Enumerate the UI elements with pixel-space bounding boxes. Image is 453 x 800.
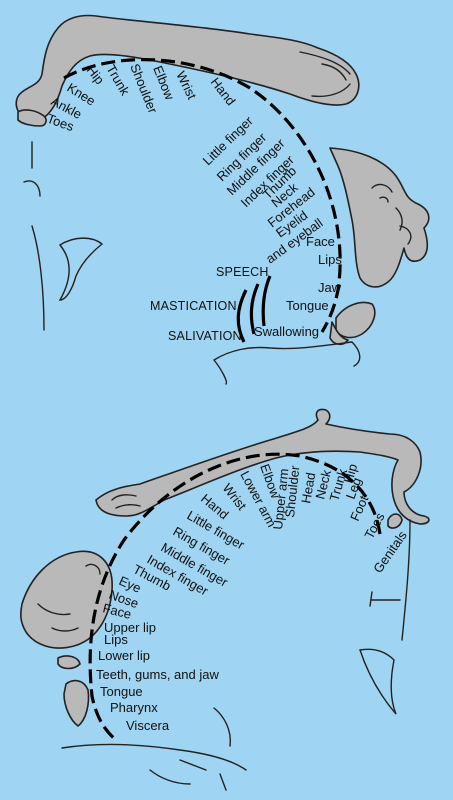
sensory-label-teeth-gums-jaw: Teeth, gums, and jaw xyxy=(96,667,219,682)
motor-label-speech: SPEECH xyxy=(216,265,269,279)
motor-foot-detail xyxy=(299,51,351,98)
sensory-label-toes: Toes xyxy=(361,510,387,542)
sensory-stem-curve xyxy=(213,707,231,747)
sensory-body-illustration xyxy=(95,408,430,525)
motor-face-illustration xyxy=(329,147,430,288)
sensory-strip-curve xyxy=(88,452,382,742)
sensory-brainstem-outline xyxy=(61,743,247,791)
motor-label-face: Face xyxy=(306,234,335,249)
sensory-label-viscera: Viscera xyxy=(126,718,170,733)
sensory-hand-detail xyxy=(111,494,141,509)
speech-bracket xyxy=(261,275,272,327)
sensory-tongue-illustration xyxy=(63,679,90,727)
sensory-label-lower-lip: Lower lip xyxy=(98,648,150,663)
motor-brainstem-outline xyxy=(213,341,361,385)
sensory-sulcus xyxy=(359,648,397,715)
sensory-teeth-illustration xyxy=(57,655,81,670)
motor-label-hand: Hand xyxy=(208,75,239,109)
sensory-label-shoulder: Shoulder xyxy=(282,464,302,518)
motor-sulcus xyxy=(58,237,104,301)
sensory-label-leg: Leg xyxy=(343,476,365,502)
sensory-genitals-illustration xyxy=(387,513,403,529)
motor-label-lips: Lips xyxy=(318,252,342,267)
motor-leg-illustration xyxy=(15,14,360,123)
motor-tongue-illustration xyxy=(335,301,376,339)
sensory-label-face: Face xyxy=(101,600,133,622)
motor-toes-illustration xyxy=(17,109,47,127)
motor-label-swallowing: Swallowing xyxy=(254,324,319,339)
sensory-label-neck: Neck xyxy=(312,468,334,501)
motor-label-tongue: Tongue xyxy=(286,298,329,313)
motor-label-mastication: MASTICATION xyxy=(150,299,237,313)
sensory-label-upper-lip: Upper lip xyxy=(104,620,156,635)
sensory-label-lips: Lips xyxy=(104,632,128,647)
motor-homunculus: Toes Ankle Knee Hip Trunk Shoulder Elbow… xyxy=(15,14,430,385)
sensory-label-pharynx: Pharynx xyxy=(110,700,158,715)
sensory-label-head: Head xyxy=(298,471,318,504)
motor-label-jaw: Jaw xyxy=(318,280,342,295)
motor-brain-outline xyxy=(23,141,45,331)
motor-face-features xyxy=(371,183,412,245)
motor-jaw-illustration xyxy=(329,321,349,346)
sensory-face-features xyxy=(37,563,101,632)
motor-label-wrist: Wrist xyxy=(173,69,200,102)
sensory-face-illustration xyxy=(20,550,113,649)
sensory-brain-outline xyxy=(369,519,411,641)
sensory-label-upper-arm: Upper arm xyxy=(270,468,291,531)
mastication-bracket xyxy=(249,283,260,335)
salivation-bracket xyxy=(236,289,248,343)
motor-label-salivation: SALIVATION xyxy=(168,329,242,343)
sensory-label-hip: Hip xyxy=(340,462,360,485)
sensory-homunculus: Genitals Toes Foot Leg Hip Trunk Neck He… xyxy=(20,408,430,791)
sensory-label-tongue: Tongue xyxy=(100,684,143,699)
